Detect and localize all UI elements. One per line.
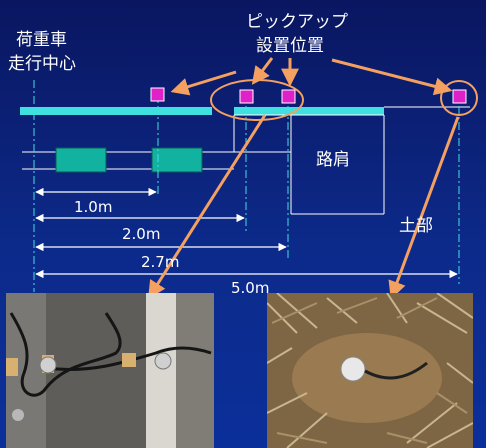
photo-asphalt-pickups [6, 293, 214, 448]
pickup-position-label-line2: 設置位置 [256, 36, 324, 56]
soil-section-label: 土部 [399, 216, 433, 236]
pickup-position-label-line1: ピックアップ [246, 12, 348, 32]
shoulder-label: 路肩 [316, 150, 350, 170]
load-vehicle-label-line2: 走行中心 [8, 54, 76, 74]
dimension-label-1m: 1.0m [74, 198, 113, 216]
dimension-label-2m: 2.0m [122, 225, 161, 243]
pickup-marker-2_7m [281, 89, 296, 104]
road-surface-left [20, 107, 212, 115]
photo-arrow-left [148, 114, 267, 300]
road-surface-right [234, 107, 384, 115]
pointer-arrow-2m [251, 57, 274, 85]
pickup-marker-5m [452, 89, 467, 104]
wheel-right [151, 147, 203, 173]
highlight-ellipse-soil [440, 80, 478, 116]
photo-arrow-right [388, 116, 460, 300]
pointer-arrow-1m [170, 70, 237, 96]
load-vehicle-label-line1: 荷重車 [16, 30, 67, 50]
pointer-arrow-5m [331, 58, 453, 96]
wheel-left [55, 147, 107, 173]
photo-soil-pickup [267, 293, 473, 448]
photo-asphalt-image [6, 293, 214, 448]
dimension-label-2_7m: 2.7m [141, 253, 180, 271]
photo-soil-image [267, 293, 473, 448]
pickup-marker-1m [150, 87, 165, 102]
pickup-marker-2m [239, 89, 254, 104]
dimension-label-5m: 5.0m [231, 279, 270, 297]
